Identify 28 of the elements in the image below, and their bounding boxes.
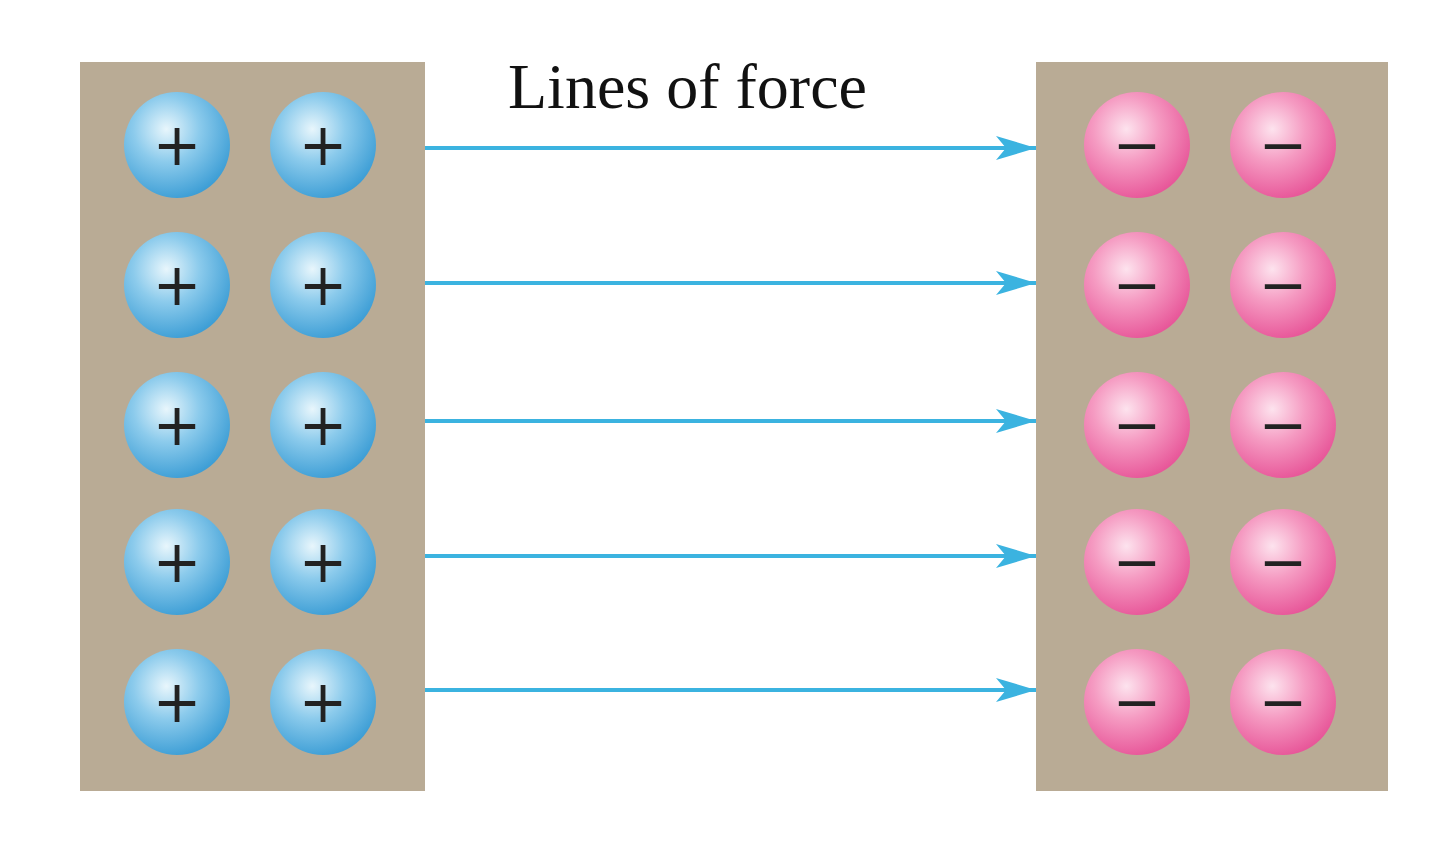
positive-charge-sphere: + [270,649,376,755]
positive-charge-sphere: + [270,92,376,198]
field-line-arrow [425,544,1036,568]
charged-plate [80,62,425,791]
field-line-arrow [425,678,1036,702]
negative-charge-sphere: − [1084,372,1190,478]
negative-charge-sphere: − [1230,92,1336,198]
negative-charge-sphere: − [1230,372,1336,478]
negative-charge-sphere: − [1084,509,1190,615]
field-lines-label: Lines of force [508,50,867,124]
positive-charge-sphere: + [124,92,230,198]
positive-charge-sphere: + [270,232,376,338]
positive-charge-sphere: + [124,232,230,338]
negative-charge-sphere: − [1230,649,1336,755]
positive-charge-sphere: + [124,372,230,478]
positive-charge-sphere: + [270,372,376,478]
positive-charge-sphere: + [124,649,230,755]
charged-plate [1036,62,1388,791]
negative-charge-sphere: − [1084,92,1190,198]
field-line-arrow [425,136,1036,160]
field-line-arrow [425,271,1036,295]
negative-charge-sphere: − [1084,649,1190,755]
negative-charge-sphere: − [1084,232,1190,338]
field-line-arrow [425,409,1036,433]
positive-charge-sphere: + [124,509,230,615]
negative-charge-sphere: − [1230,232,1336,338]
negative-charge-sphere: − [1230,509,1336,615]
positive-charge-sphere: + [270,509,376,615]
